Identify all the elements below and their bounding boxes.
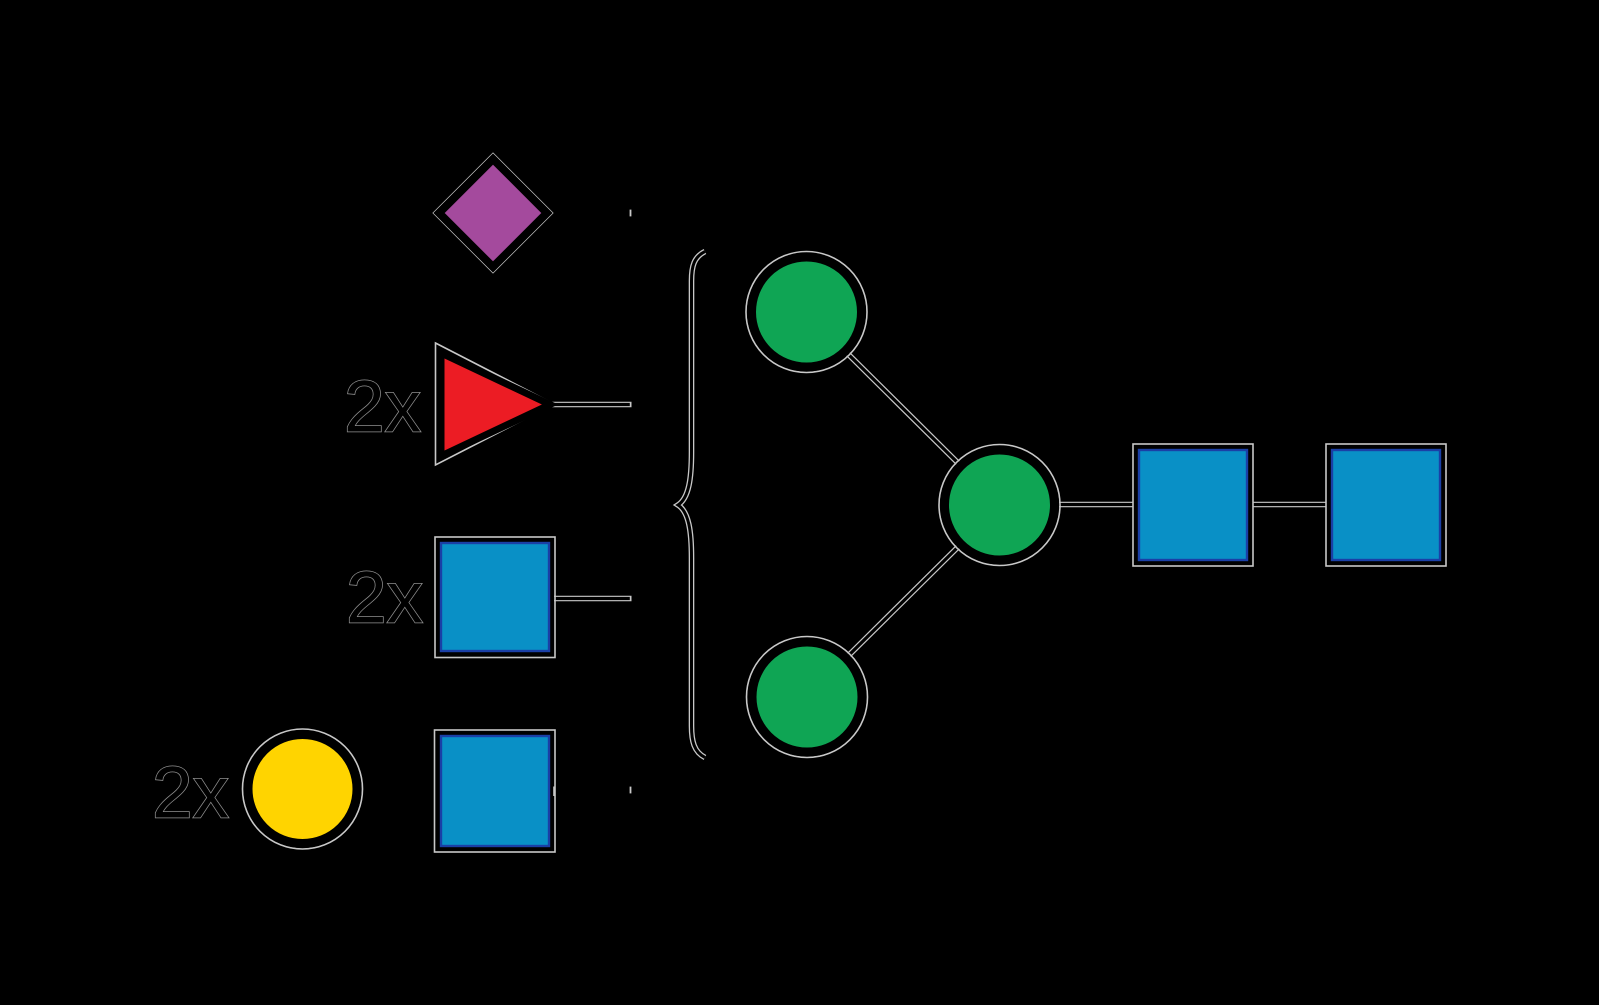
- mannose-circle-bottom: [747, 637, 867, 757]
- diamond-connector-endcap: [629, 209, 632, 217]
- fucose-triangle-halo: [434, 341, 556, 467]
- branch-connectors: [846, 352, 1326, 657]
- substituent-column: [241, 152, 559, 853]
- left-connectors: [550, 209, 632, 796]
- glcnac-square-lower-halo: [433, 729, 556, 853]
- sialic-acid-diamond: [433, 153, 553, 273]
- glcnac-square-core1: [1137, 448, 1249, 562]
- lower-branch-line: [847, 545, 960, 657]
- brace-core: [675, 250, 706, 759]
- grouping-brace: [672, 248, 707, 761]
- mannose-circle-center: [940, 445, 1059, 565]
- glcnac-count-label: 2x: [346, 558, 423, 639]
- glcnac-square-core1-halo: [1132, 443, 1254, 567]
- mannose-core: [745, 250, 1061, 759]
- galactose-circle-halo: [241, 728, 364, 850]
- galactose-circle: [243, 730, 362, 848]
- galactose-count-label: 2x: [152, 753, 229, 834]
- mannose-circle-center-halo: [938, 443, 1061, 567]
- square2-connector-endcap: [629, 786, 632, 794]
- square2-connector-stub: [553, 786, 555, 796]
- glcnac-square-core2: [1330, 448, 1442, 562]
- mannose-circle-top: [747, 252, 866, 372]
- mannose-circle-top-halo: [745, 250, 868, 374]
- glcnac-square-core2-halo: [1325, 443, 1447, 567]
- glcnac-square-upper-halo: [434, 536, 556, 659]
- glcnac-square-upper: [439, 541, 551, 653]
- mannose-circle-bottom-halo: [745, 635, 869, 759]
- multiplier-labels: 2x 2x 2x: [151, 366, 424, 835]
- reducing-end-chain: [1132, 443, 1447, 567]
- glcnac-square-lower: [439, 734, 551, 848]
- upper-branch-line: [846, 352, 960, 465]
- fucose-count-label: 2x: [344, 367, 421, 448]
- fucose-triangle: [437, 347, 559, 462]
